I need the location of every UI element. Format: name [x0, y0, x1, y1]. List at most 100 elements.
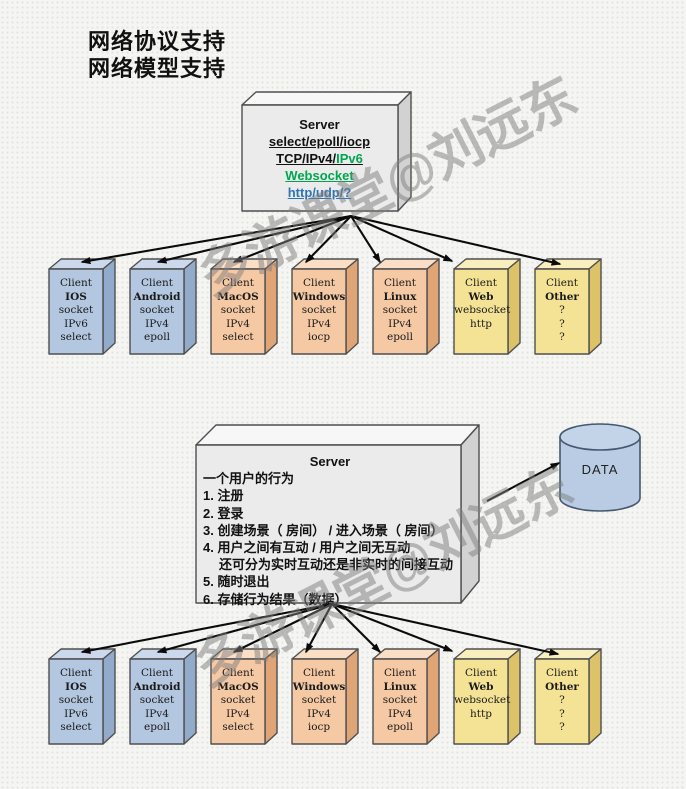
client-text: Client IOS socket IPv6 select [49, 659, 103, 743]
client-os: IOS [65, 290, 87, 303]
arrow-server1-macos [232, 215, 352, 263]
client-os: Other [545, 290, 579, 303]
client-line: socket [382, 304, 418, 316]
client-title: Client [141, 277, 173, 289]
client-os: Linux [383, 290, 417, 303]
behavior-title: 一个用户的行为 [203, 471, 295, 487]
client-line: IPv4 [307, 707, 331, 720]
arrow-server2-other [331, 602, 560, 656]
server-name: Server [299, 117, 340, 132]
arrow-server1-web [350, 215, 454, 262]
server-multiplex-line: select/epoll/iocp [268, 134, 371, 149]
client-os: Windows [292, 290, 346, 303]
client-title: Client [60, 667, 92, 679]
arrow-server1-linux [350, 215, 381, 264]
client-box-macos-row2: Client MacOS socket IPv4 select [210, 648, 278, 745]
arrow-server2-windows [305, 603, 333, 654]
client-text: Client MacOS socket IPv4 select [211, 269, 265, 353]
arrow-server1-windows [304, 215, 352, 264]
arrow-server1-ios [80, 214, 352, 265]
client-line: IPv4 [388, 707, 412, 720]
server-protocol-line: TCP/IPv4/IPv6 [242, 150, 397, 167]
client-text: Client Web websocket http [454, 269, 510, 353]
client-line: socket [58, 304, 94, 316]
client-line: socket [139, 304, 175, 316]
client-line: IPv4 [226, 317, 250, 330]
client-line: socket [382, 694, 418, 706]
client-text: Client Linux socket IPv4 epoll [373, 659, 427, 743]
arrow-server2-ios [80, 602, 333, 654]
client-line: IPv4 [307, 317, 331, 330]
client-line: websocket [454, 694, 511, 706]
client-line: IPv4 [145, 317, 169, 330]
client-box-web-row1: Client Web websocket http [453, 258, 521, 355]
client-title: Client [465, 667, 497, 679]
client-line: ? [559, 317, 565, 330]
server-websocket-line: Websocket [285, 168, 354, 183]
server-http-line: http/udp/? [287, 185, 352, 200]
client-line: epoll [387, 721, 413, 733]
client-box-android-row2: Client Android socket IPv4 epoll [129, 648, 197, 745]
client-line: ? [559, 331, 565, 343]
page-title: 网络协议支持 网络模型支持 [88, 28, 226, 82]
behavior-step: 2. 登录 [203, 505, 244, 521]
client-text: Client Web websocket http [454, 659, 511, 743]
client-line: epoll [387, 331, 413, 343]
client-box-macos-row1: Client MacOS socket IPv4 select [210, 258, 278, 355]
client-line: ? [559, 721, 565, 733]
client-line: select [60, 331, 92, 343]
behavior-step: 3. 创建场景（ 房间） / 进入场景（ 房间） [203, 522, 444, 538]
client-os: Linux [383, 680, 417, 693]
client-text: Client Windows socket IPv4 iocp [292, 269, 346, 353]
client-title: Client [222, 277, 254, 289]
client-line: iocp [307, 721, 331, 733]
database-label: DATA [581, 462, 619, 477]
client-title: Client [384, 277, 416, 289]
database-cylinder: DATA [558, 422, 642, 514]
client-os: Android [133, 290, 181, 303]
behavior-step-note: 还可分为实时互动还是非实时的间接互动 [219, 557, 454, 573]
server-box-bottom: Server 一个用户的行为 1. 注册 2. 登录 3. 创建场景（ 房间） … [195, 424, 481, 607]
client-title: Client [384, 667, 416, 679]
client-box-ios-row1: Client IOS socket IPv6 select [48, 258, 116, 355]
client-line: IPv4 [145, 707, 169, 720]
client-box-linux-row2: Client Linux socket IPv4 epoll [372, 648, 440, 745]
client-line: iocp [307, 331, 331, 343]
behavior-step: 5. 随时退出 [203, 574, 270, 590]
client-title: Client [303, 277, 335, 289]
client-os: MacOS [217, 680, 259, 693]
client-text: Client MacOS socket IPv4 select [211, 659, 265, 743]
client-box-web-row2: Client Web websocket http [453, 648, 521, 745]
client-line: socket [220, 694, 256, 706]
title-line-model: 网络模型支持 [88, 56, 227, 81]
client-os: Android [133, 680, 181, 693]
client-title: Client [141, 667, 173, 679]
client-os: Windows [292, 680, 346, 693]
client-box-linux-row1: Client Linux socket IPv4 epoll [372, 258, 440, 355]
arrow-server2-android [156, 602, 333, 654]
client-os: IOS [65, 680, 87, 693]
server-name: Server [309, 454, 351, 469]
client-text: Client Other ? ? ? [535, 659, 589, 743]
client-os: Web [468, 290, 494, 303]
client-line: select [222, 331, 254, 343]
client-line: socket [139, 694, 175, 706]
client-line: ? [559, 694, 565, 706]
behavior-step: 4. 用户之间有互动 / 用户之间无互动 [203, 540, 411, 556]
client-line: epoll [144, 331, 170, 343]
behavior-step: 6. 存储行为结果（数据） [203, 591, 348, 607]
protocol-black: TCP/IPv4/ [276, 151, 337, 166]
client-line: http [470, 707, 492, 720]
arrow-server2-macos [232, 603, 333, 653]
client-title: Client [546, 667, 578, 679]
client-title: Client [60, 277, 92, 289]
client-line: http [470, 317, 492, 330]
client-line: socket [301, 694, 337, 706]
client-box-ios-row2: Client IOS socket IPv6 select [48, 648, 116, 745]
behavior-step: 1. 注册 [203, 488, 244, 504]
title-line-protocol: 网络协议支持 [88, 29, 227, 54]
client-line: epoll [144, 721, 170, 733]
client-line: ? [559, 304, 565, 316]
arrow-server1-other [350, 214, 562, 266]
